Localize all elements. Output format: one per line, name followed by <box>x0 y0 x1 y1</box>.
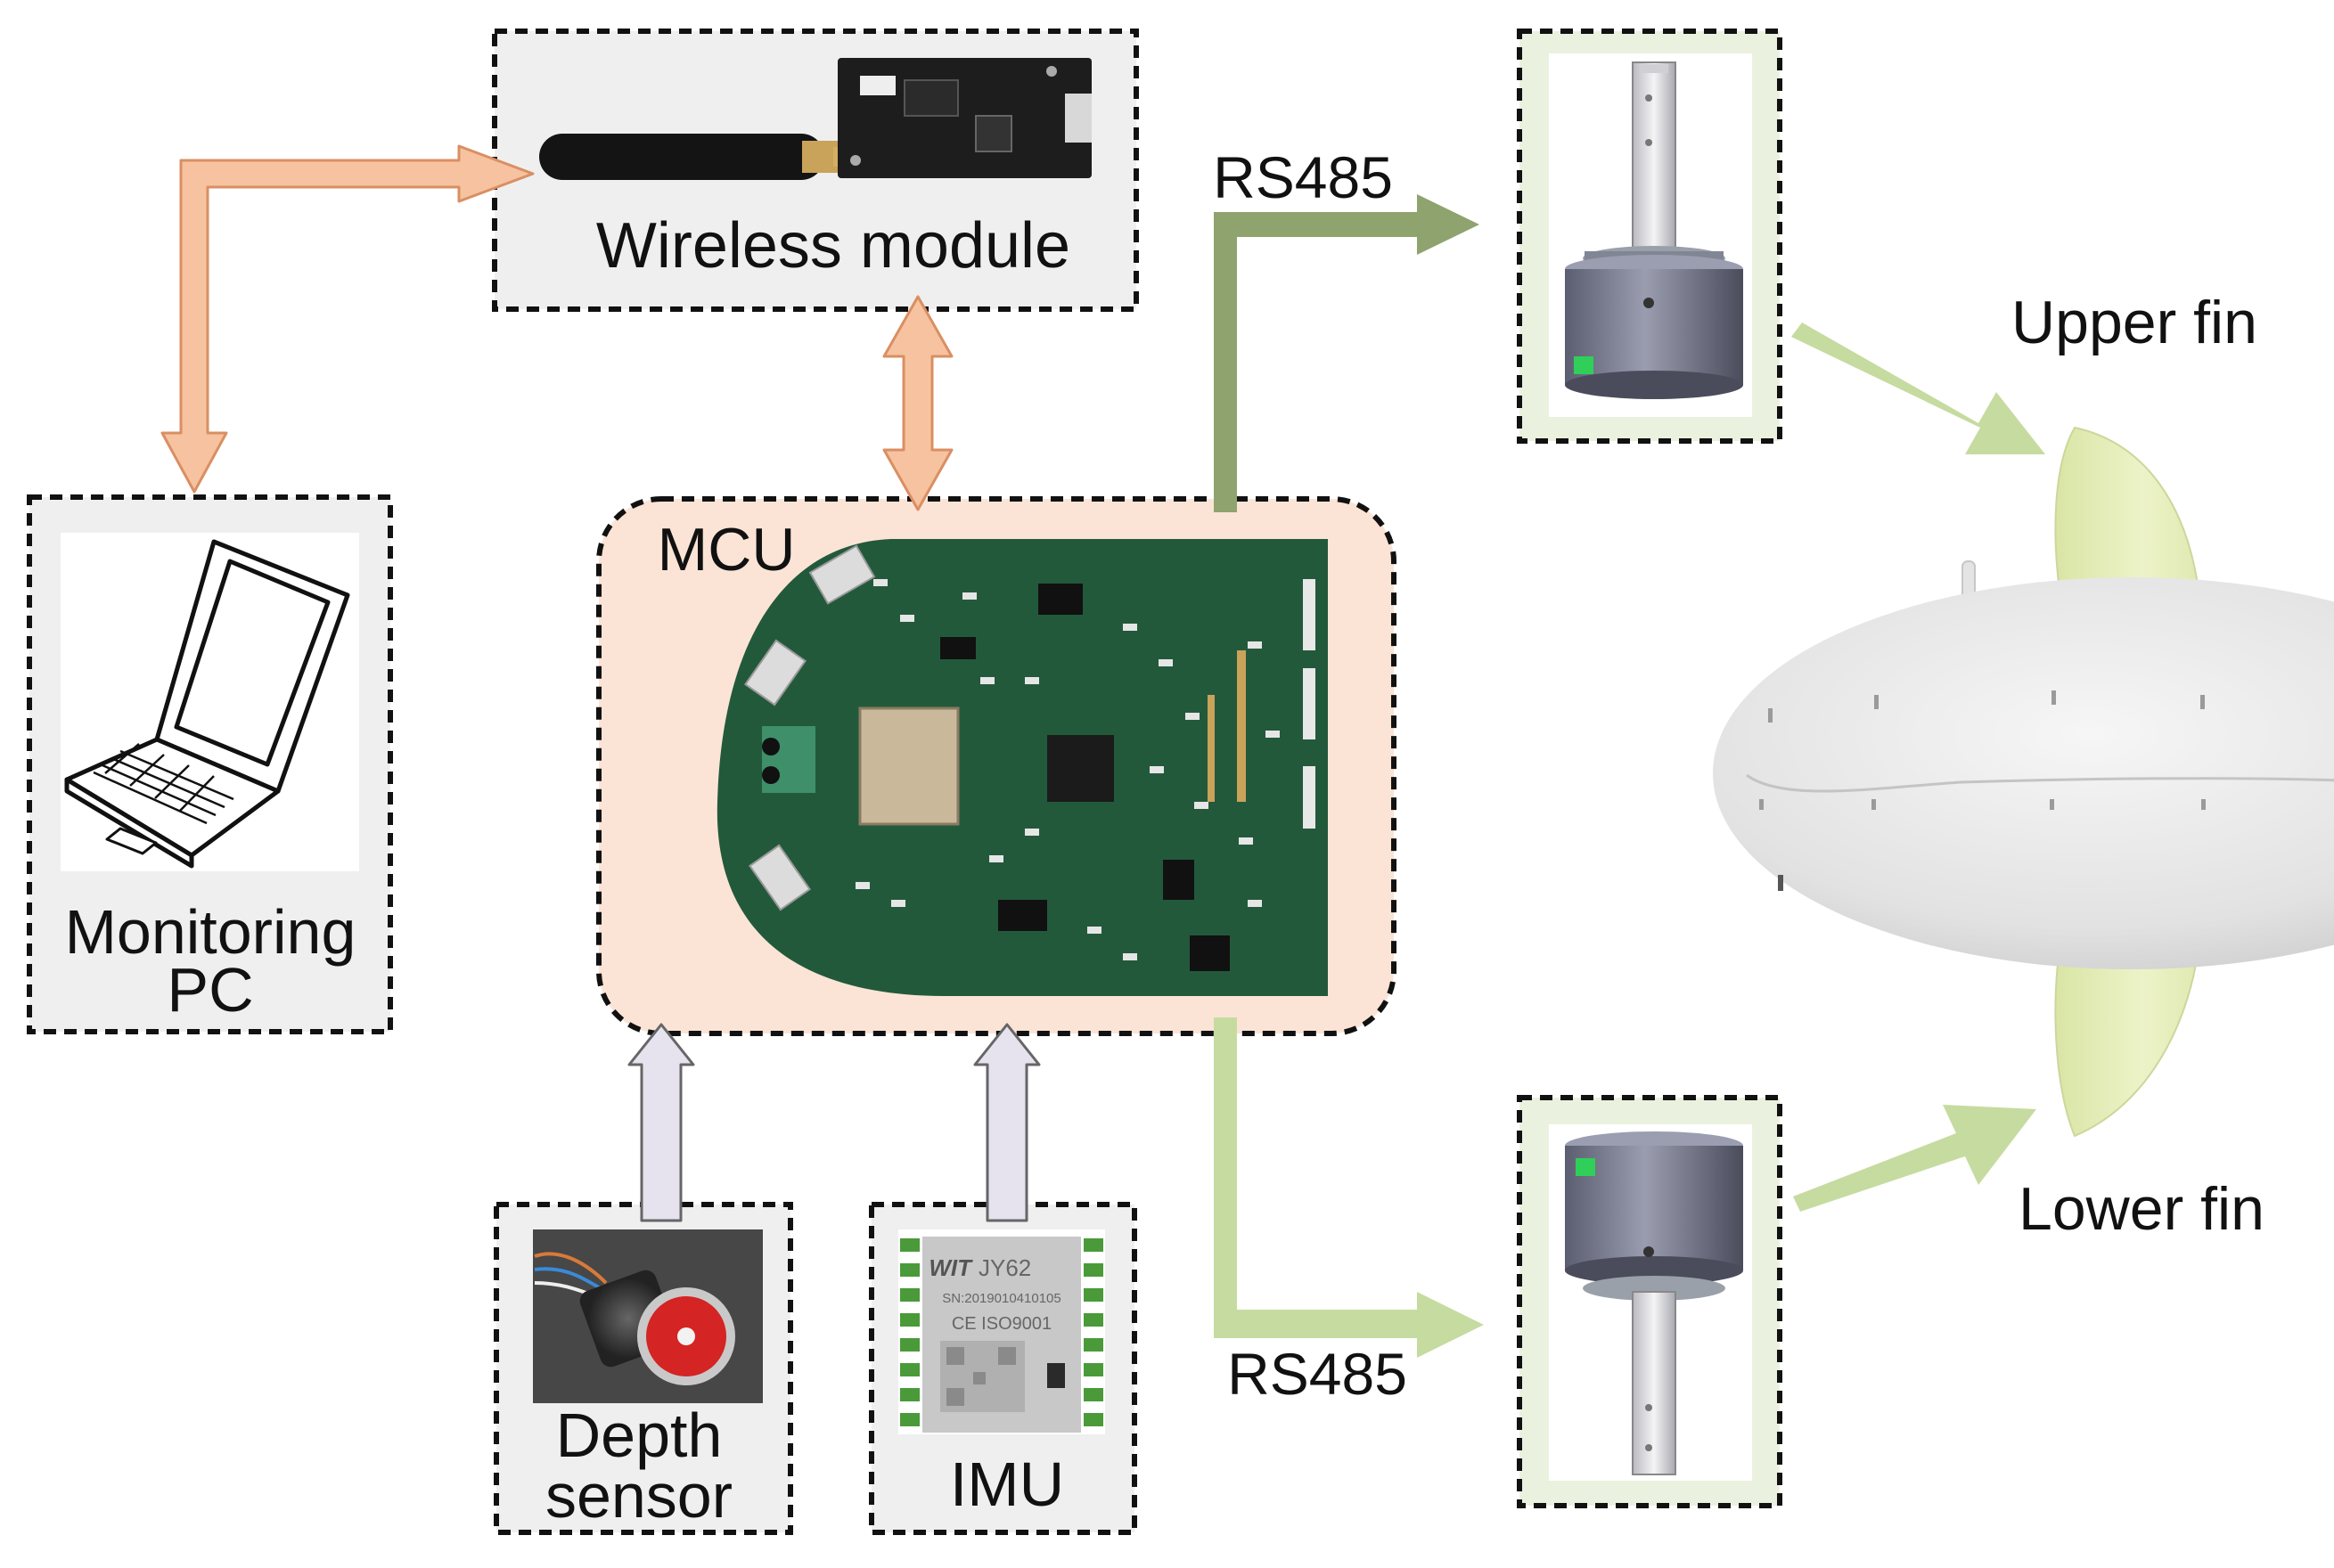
imu-node: WIT JY62 SN:2019010410105 CE ISO9001 IMU <box>869 1202 1137 1535</box>
upper-rs485-label: RS485 <box>1213 144 1393 210</box>
mcu-upper-motor-link <box>1214 194 1479 512</box>
imu-label: IMU <box>950 1450 1064 1519</box>
wireless-board-icon <box>838 58 1092 178</box>
robot-fish-icon <box>1713 426 2334 1138</box>
depth-sensor-icon <box>534 1252 735 1385</box>
laptop-icon <box>64 539 350 869</box>
upper-motor-node <box>1517 29 1782 444</box>
imu-chip-brand: WIT <box>929 1254 973 1281</box>
imu-chip-icon: WIT JY62 SN:2019010410105 CE ISO9001 <box>900 1237 1103 1433</box>
lower-rs485-label: RS485 <box>1227 1341 1407 1407</box>
lower-motor-fin-link <box>1793 1105 2036 1212</box>
wireless-module-label: Wireless module <box>596 210 1070 282</box>
pc-wireless-link <box>160 144 535 494</box>
upper-motor-icon <box>1565 61 1743 399</box>
depth-sensor-label-line2: sensor <box>545 1461 733 1531</box>
pcb-board-icon <box>717 539 1328 996</box>
lower-fin-icon <box>2054 926 2203 1138</box>
wireless-mcu-link <box>882 295 954 511</box>
mcu-lower-motor-link <box>1214 1017 1484 1358</box>
depth-sensor-node: Depth sensor <box>494 1202 793 1535</box>
monitoring-pc-node: Monitoring PC <box>27 494 393 1034</box>
mcu-label: MCU <box>658 516 796 584</box>
upper-motor-fin-link <box>1791 323 2045 454</box>
lower-motor-icon <box>1565 1131 1743 1475</box>
depth-mcu-link <box>627 1023 695 1222</box>
imu-chip-cert: CE ISO9001 <box>952 1314 1052 1334</box>
upper-fin-label: Upper fin <box>2011 289 2257 356</box>
imu-mcu-link <box>973 1023 1041 1222</box>
imu-chip-model: JY62 <box>979 1254 1031 1281</box>
lower-motor-node <box>1517 1095 1782 1508</box>
mcu-node: MCU <box>596 496 1396 1036</box>
wireless-module-node: Wireless module <box>492 29 1139 312</box>
antenna-icon <box>539 134 860 180</box>
lower-fin-label: Lower fin <box>2019 1175 2264 1243</box>
monitoring-pc-label-line2: PC <box>167 955 253 1025</box>
imu-chip-serial: SN:2019010410105 <box>942 1291 1061 1306</box>
depth-sensor-label-line1: Depth <box>556 1401 723 1470</box>
monitoring-pc-label-line1: Monitoring <box>65 897 356 967</box>
